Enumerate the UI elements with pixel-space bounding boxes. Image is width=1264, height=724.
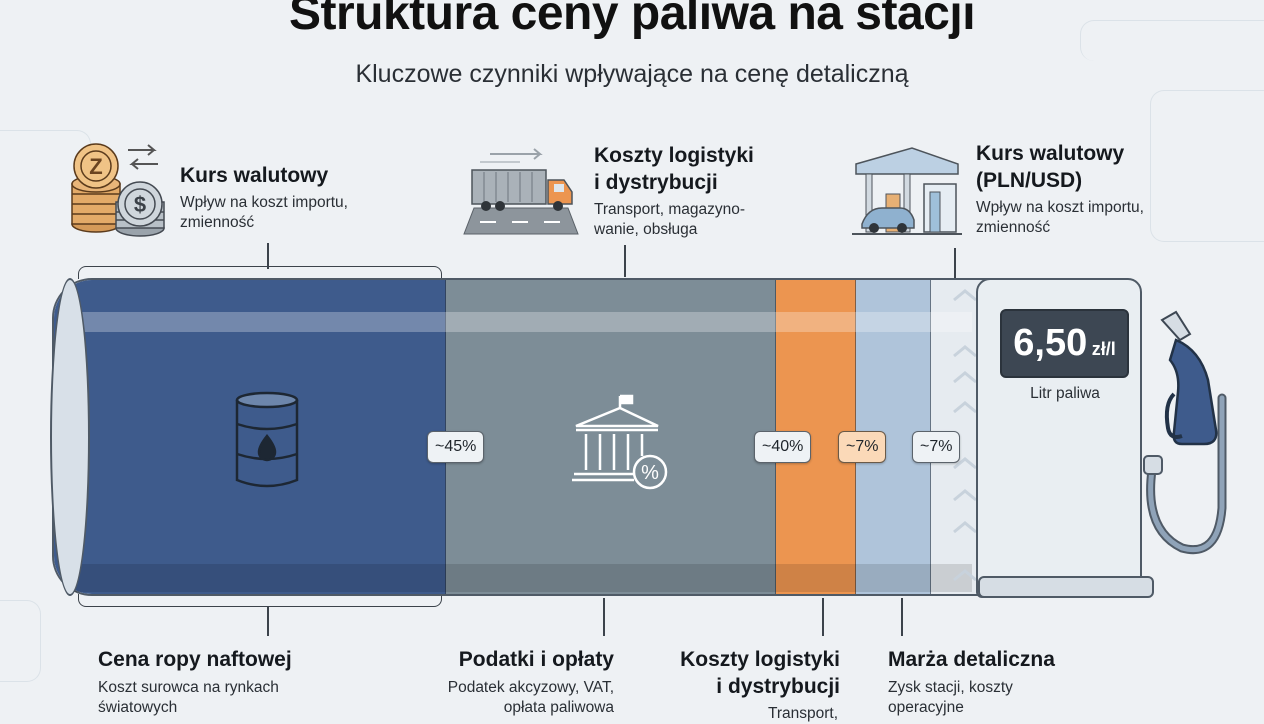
bottom-label-3-title: Koszty logistyki i dystrybucji — [640, 646, 840, 700]
page-title: Struktura ceny paliwa na stacji — [288, 0, 976, 40]
connector-line — [267, 243, 269, 269]
desc-line: Podatek akcyzowy, VAT, — [447, 679, 614, 696]
bottom-label-2-desc: Podatek akcyzowy, VAT, opłata paliwowa — [394, 678, 614, 718]
percent-badge-crude: ~45% — [427, 431, 485, 463]
top-label-2-title: Koszty logistyki i dystrybucji — [594, 142, 754, 196]
fuel-nozzle-icon — [1140, 310, 1230, 575]
desc-line: Koszt surowca na rynkach — [98, 679, 279, 696]
section-bracket-top — [78, 266, 442, 279]
connector-line — [901, 598, 903, 636]
gas-station-icon — [852, 144, 962, 241]
tank-highlight — [72, 312, 972, 332]
bottom-label-4-desc: Zysk stacji, koszty operacyjne — [888, 678, 1013, 718]
desc-line: opłata paliwowa — [503, 699, 614, 716]
percent-badge-margin: ~7% — [912, 431, 961, 463]
price-caption: Litr paliwa — [1030, 385, 1100, 402]
background-line — [1080, 20, 1264, 61]
pump-base — [978, 576, 1154, 598]
background-line — [0, 600, 41, 682]
top-label-1-title: Kurs walutowy — [180, 164, 329, 187]
coins-currency-icon: Z $ — [66, 140, 170, 245]
truck-icon — [460, 140, 580, 241]
tank-shadow — [72, 564, 972, 592]
connector-line — [603, 598, 605, 636]
tank-end-cap — [50, 278, 90, 596]
svg-text:$: $ — [134, 192, 146, 217]
title-line: i dystrybucji — [594, 171, 718, 194]
desc-line: wanie, obsługa — [594, 221, 698, 238]
price-display: 6,50 zł/l — [1000, 309, 1129, 378]
top-label-3-title: Kurs walutowy (PLN/USD) — [976, 140, 1124, 194]
desc-line: Wpływ na koszt importu, — [976, 199, 1144, 216]
segment-taxes — [446, 280, 776, 594]
connector-line — [624, 245, 626, 277]
connector-line — [954, 248, 956, 278]
tax-building-icon: % — [570, 394, 670, 495]
top-label-1-desc: Wpływ na koszt importu, zmienność — [180, 193, 348, 233]
section-bracket-bottom — [78, 594, 442, 607]
percent-badge-logistics: ~7% — [838, 431, 887, 463]
desc-line: zmienność — [976, 219, 1051, 236]
desc-line: Transport, — [767, 705, 838, 722]
top-label-3-desc: Wpływ na koszt importu, zmienność — [976, 198, 1144, 238]
desc-line: Zysk stacji, koszty — [888, 679, 1013, 696]
page-subtitle: Kluczowe czynniki wpływające na cenę det… — [355, 60, 909, 88]
bottom-label-3-desc: Transport, — [700, 704, 838, 724]
desc-line: operacyjne — [888, 699, 964, 716]
connector-line — [267, 606, 269, 636]
segment-crude-oil — [54, 280, 446, 594]
bottom-label-4-title: Marża detaliczna — [888, 648, 1055, 671]
desc-line: zmienność — [180, 214, 255, 231]
desc-line: Transport, magazyno- — [594, 201, 746, 218]
desc-line: światowych — [98, 699, 178, 716]
price-unit: zł/l — [1091, 339, 1116, 359]
oil-barrel-icon — [232, 390, 302, 495]
flow-chevrons — [950, 280, 980, 595]
bottom-label-1-desc: Koszt surowca na rynkach światowych — [98, 678, 279, 718]
desc-line: Wpływ na koszt importu, — [180, 194, 348, 211]
bottom-label-1-title: Cena ropy naftowej — [98, 648, 292, 671]
background-line — [1150, 90, 1264, 242]
title-line: i dystrybucji — [716, 675, 840, 698]
svg-text:%: % — [641, 462, 659, 484]
top-label-2-desc: Transport, magazyno- wanie, obsługa — [594, 200, 745, 240]
title-line: (PLN/USD) — [976, 169, 1083, 192]
fuel-tank-chart — [50, 278, 1062, 596]
bottom-label-2-title: Podatki i opłaty — [458, 648, 614, 671]
title-line: Koszty logistyki — [680, 648, 840, 671]
title-line: Koszty logistyki — [594, 144, 754, 167]
connector-line — [822, 598, 824, 636]
tank-segments — [52, 278, 1062, 596]
svg-text:Z: Z — [89, 154, 102, 179]
price-value: 6,50 — [1013, 322, 1088, 364]
percent-badge-taxes: ~40% — [754, 431, 812, 463]
title-line: Kurs walutowy — [976, 142, 1125, 165]
